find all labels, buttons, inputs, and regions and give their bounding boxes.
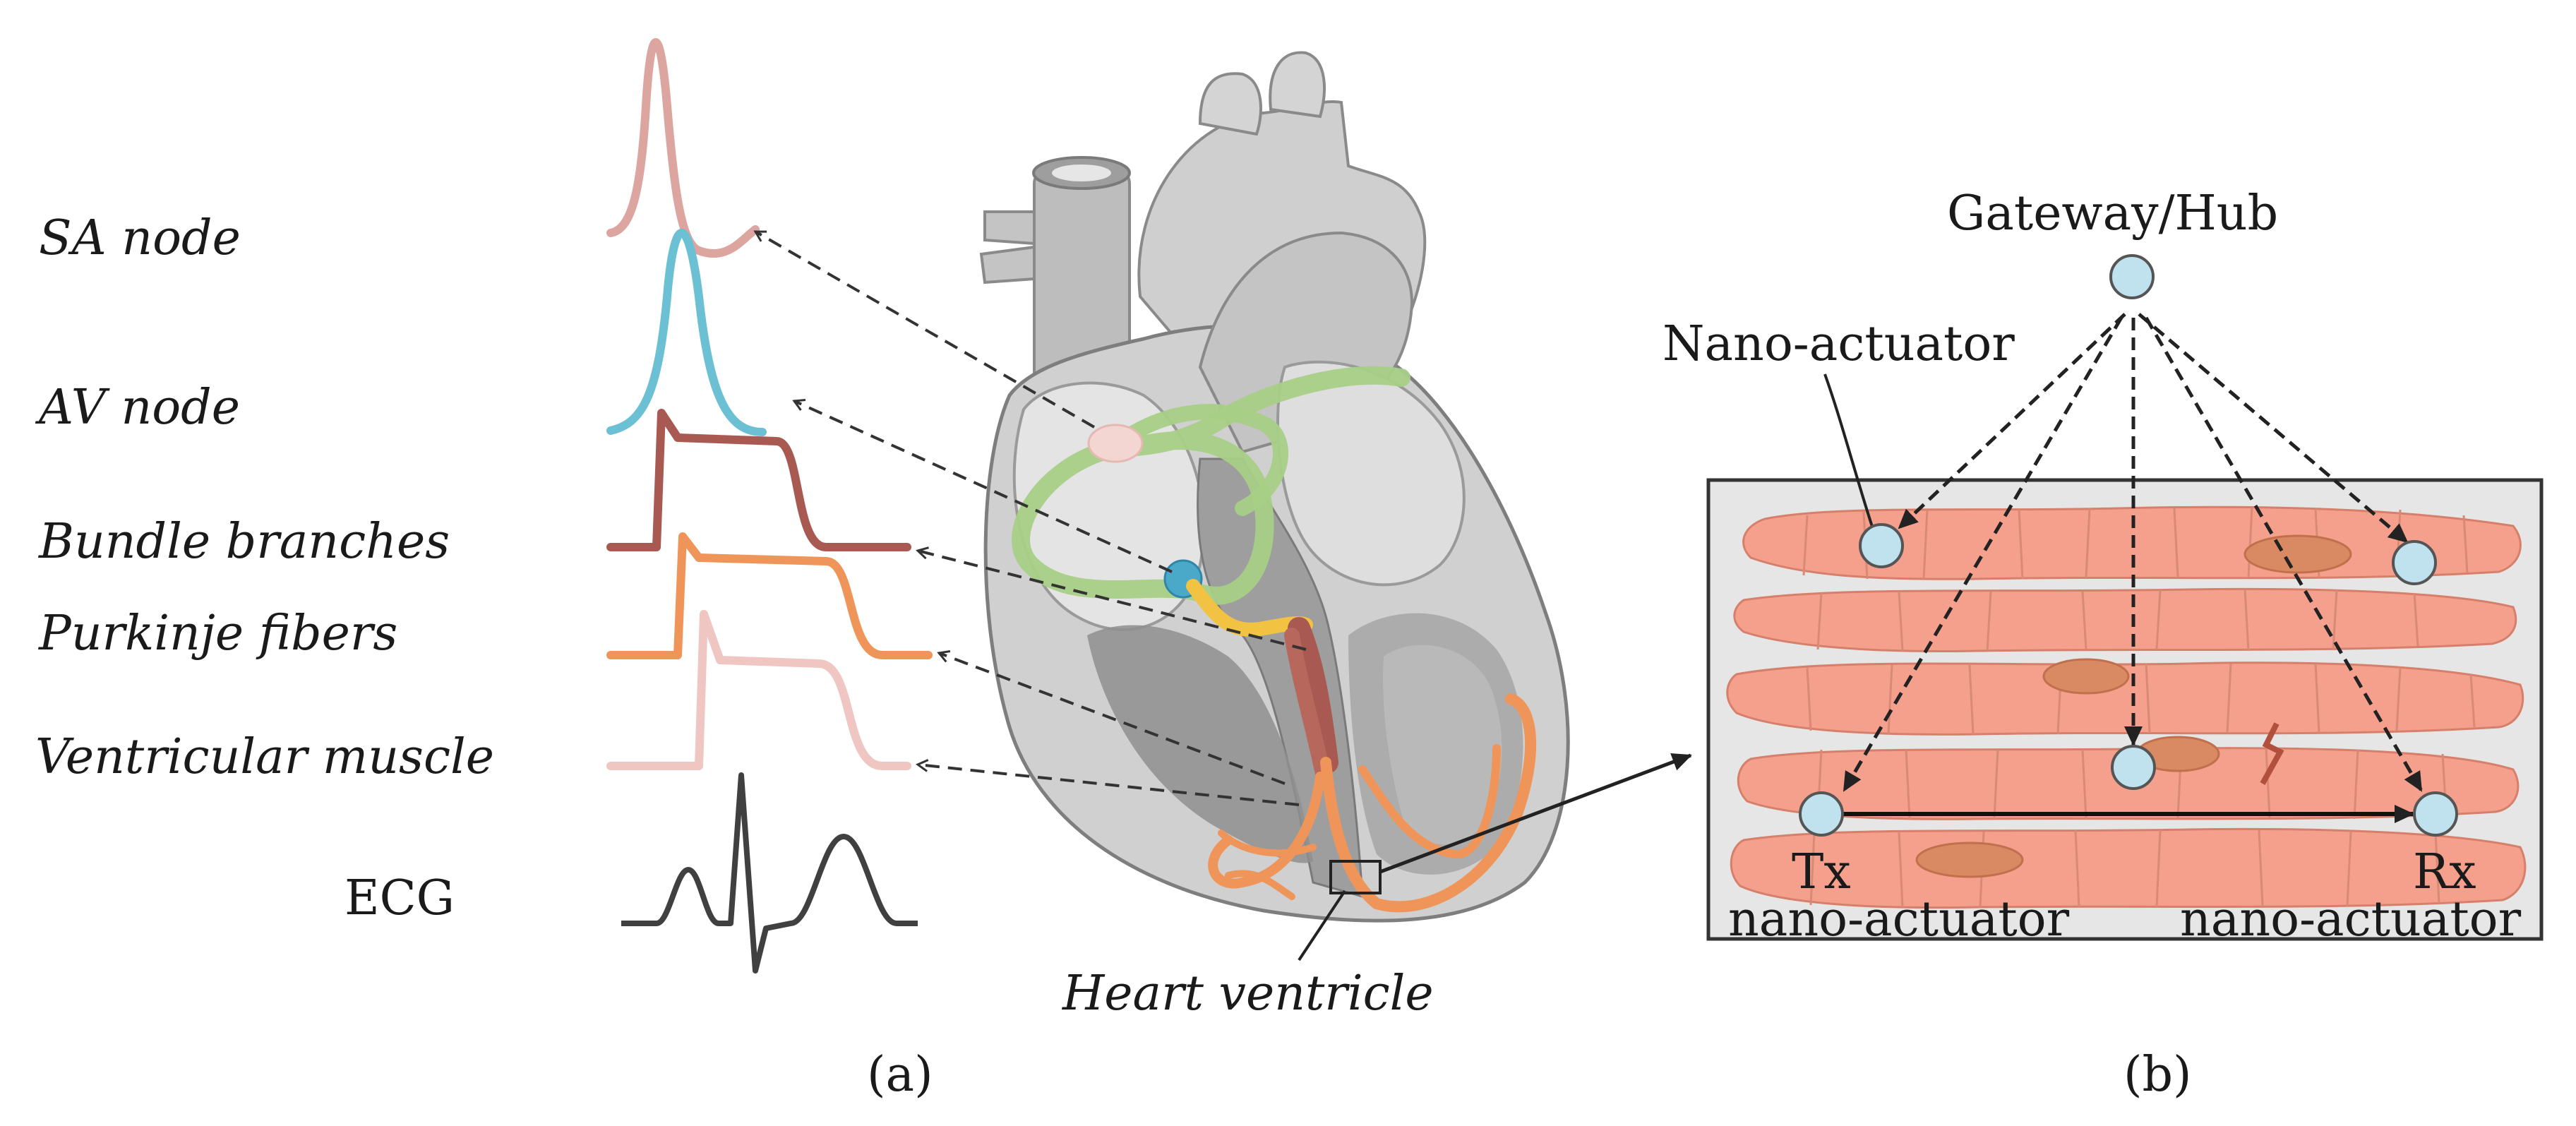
heart-illustration — [979, 51, 1570, 923]
nano-actuator-node-center — [2111, 745, 2156, 790]
nano-actuator-node-1 — [1859, 523, 1904, 568]
label-purkinje-fibers: Purkinje fibers — [37, 606, 397, 661]
label-gateway-hub: Gateway/Hub — [1947, 186, 2278, 241]
nucleus-4 — [1915, 841, 2024, 878]
gateway-node — [2109, 254, 2155, 299]
aorta-branch-2 — [1269, 51, 1326, 119]
purkinje-fiber-1 — [1320, 693, 1537, 913]
label-tx-nano-actuator: nano-actuator — [1728, 892, 2070, 947]
caption-a: (a) — [867, 1047, 933, 1103]
arrow-av — [792, 398, 1173, 573]
label-rx: Rx — [2413, 844, 2476, 900]
bachmann-bundle — [1108, 404, 1288, 516]
arrow-ventricular — [915, 759, 1300, 806]
label-heart-ventricle: Heart ventricle — [1061, 966, 1434, 1022]
muscle-fiber-2 — [1733, 587, 2517, 653]
nano-actuator-node-2 — [2392, 540, 2437, 585]
right-ventricle-interior — [1087, 625, 1313, 863]
rx-node — [2413, 791, 2458, 837]
purkinje-fiber-2 — [1208, 772, 1325, 889]
right-bundle-branch — [1284, 628, 1331, 784]
panel-b: Gateway/Hub Nano-actuator — [1663, 186, 2544, 1103]
nucleus-2 — [2042, 658, 2130, 695]
arrow-sa — [753, 230, 1095, 429]
sa-node-waveform — [606, 38, 760, 258]
internodal-pathway — [1012, 366, 1410, 605]
vena-cava-lumen — [1052, 164, 1111, 181]
caption-b: (b) — [2123, 1047, 2192, 1103]
pulmonary-vein-left-2 — [979, 245, 1036, 285]
ventricular-muscle-waveform — [606, 610, 911, 770]
link-gateway-tx — [1842, 316, 2123, 792]
label-rx-nano-actuator: nano-actuator — [2180, 892, 2522, 947]
purkinje-fibers-waveform — [606, 532, 933, 659]
label-sa-node: SA node — [39, 210, 241, 266]
ventricle-sample-box — [1329, 860, 1382, 894]
purkinje-fiber-4 — [1218, 829, 1317, 900]
panel-a: SA node AV node Bundle branches Purkinje… — [35, 38, 1692, 1103]
pulmonary-vein-left — [983, 210, 1036, 246]
nucleus-1 — [2243, 534, 2352, 574]
bundle-branches-waveform — [606, 409, 911, 551]
label-bundle-branches: Bundle branches — [37, 514, 450, 570]
label-ecg: ECG — [345, 870, 455, 926]
sa-node-marker — [1087, 424, 1144, 463]
link-gateway-rx — [2144, 316, 2424, 792]
fiber-junction-mark — [2260, 722, 2284, 785]
gateway-links — [1842, 313, 2424, 792]
ventricle-wall-light — [1383, 645, 1502, 845]
ecg-waveform — [621, 772, 918, 974]
nano-actuator-pointer — [1823, 373, 1876, 534]
aorta-branch-1 — [1198, 72, 1262, 136]
tx-node — [1799, 791, 1844, 837]
label-nano-actuator: Nano-actuator — [1663, 316, 2015, 372]
purkinje-fiber-3 — [1358, 744, 1501, 859]
link-gateway-na1 — [1898, 313, 2126, 529]
label-ventricular-muscle: Ventricular muscle — [35, 729, 494, 785]
av-node-waveform — [606, 229, 767, 436]
heart-ventricle-pointer — [1298, 890, 1346, 962]
left-bundle-branch — [1288, 617, 1338, 774]
muscle-fibers — [1726, 505, 2527, 909]
striations — [1802, 506, 2476, 908]
label-av-node: AV node — [35, 380, 240, 436]
zoom-arrow — [1379, 753, 1692, 874]
arrow-purkinje — [937, 649, 1286, 785]
label-tx: Tx — [1792, 844, 1851, 900]
